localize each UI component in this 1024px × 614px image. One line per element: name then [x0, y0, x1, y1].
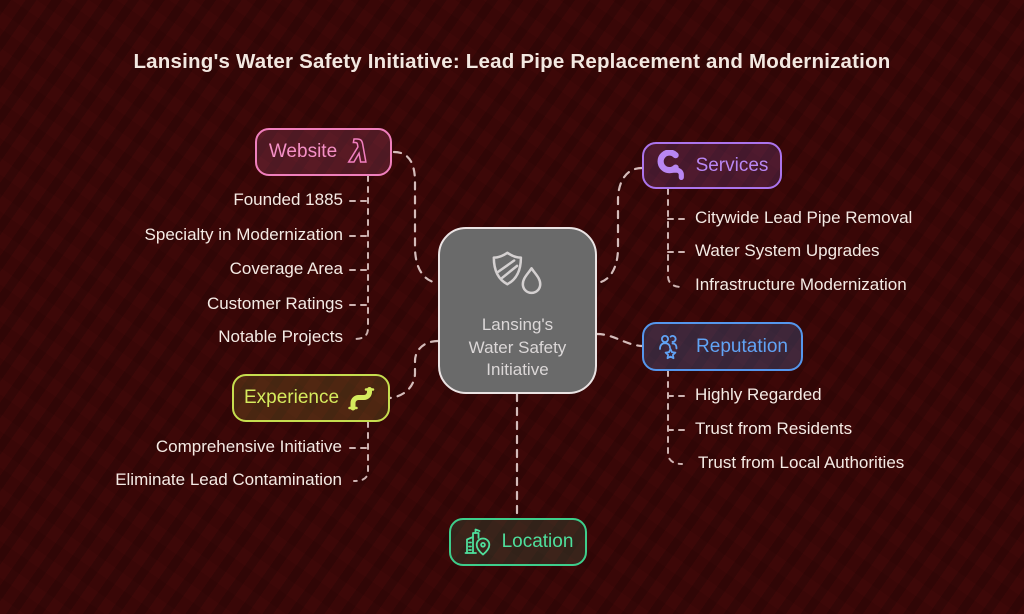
spine-experience — [353, 421, 369, 482]
edge-experience-center — [388, 339, 440, 400]
central-node: Lansing's Water Safety Initiative — [438, 227, 597, 394]
svg-text:λ: λ — [348, 135, 369, 169]
node-website: Website λ — [255, 128, 392, 176]
node-location-label: Location — [501, 531, 574, 552]
spine-website — [353, 175, 369, 340]
services-item-removal: Citywide Lead Pipe Removal — [695, 208, 913, 227]
elbows-reputation — [667, 395, 688, 431]
website-item-specialty: Specialty in Modernization — [144, 225, 343, 244]
node-location: Location — [449, 518, 587, 566]
website-item-projects: Notable Projects — [218, 327, 343, 346]
shield-droplet-icon — [492, 251, 541, 295]
node-services-label: Services — [695, 154, 769, 176]
node-experience-label: Experience — [243, 387, 340, 408]
elbows-services — [667, 218, 688, 253]
diagram-title: Lansing's Water Safety Initiative: Lead … — [133, 50, 891, 73]
central-label-line3: Initiative — [486, 360, 549, 380]
node-experience: Experience — [232, 374, 390, 422]
services-item-upgrades: Water System Upgrades — [695, 241, 880, 260]
spine-reputation — [667, 370, 683, 465]
edge-website-center — [392, 150, 440, 285]
reputation-item-residents: Trust from Residents — [695, 419, 853, 438]
node-website-label: Website — [268, 141, 338, 162]
building-pin-icon — [464, 528, 490, 556]
reputation-item-regarded: Highly Regarded — [695, 385, 822, 404]
experience-item-eliminate: Eliminate Lead Contamination — [115, 470, 342, 489]
pipes-icon — [657, 150, 684, 180]
website-item-founded: Founded 1885 — [233, 190, 343, 209]
lambda-icon: λ — [347, 135, 369, 169]
people-star-icon — [659, 335, 678, 360]
elbows-website — [349, 200, 369, 306]
spine-services — [667, 188, 683, 288]
central-node-label: Lansing's Water Safety Initiative — [469, 314, 567, 382]
edge-reputation-center — [595, 332, 644, 348]
central-label-line2: Water Safety — [468, 337, 567, 357]
node-reputation-label: Reputation — [696, 335, 788, 357]
website-item-coverage: Coverage Area — [229, 259, 343, 278]
reputation-item-authorities: Trust from Local Authorities — [698, 453, 905, 472]
central-label-line1: Lansing's — [481, 315, 554, 334]
node-reputation: Reputation — [642, 322, 803, 371]
website-item-ratings: Customer Ratings — [206, 294, 343, 313]
services-item-modernization: Infrastructure Modernization — [695, 275, 907, 294]
s-pipe-icon — [348, 386, 375, 410]
node-services: Services — [642, 142, 782, 189]
experience-item-comprehensive: Comprehensive Initiative — [155, 437, 342, 456]
edge-services-center — [595, 166, 644, 285]
